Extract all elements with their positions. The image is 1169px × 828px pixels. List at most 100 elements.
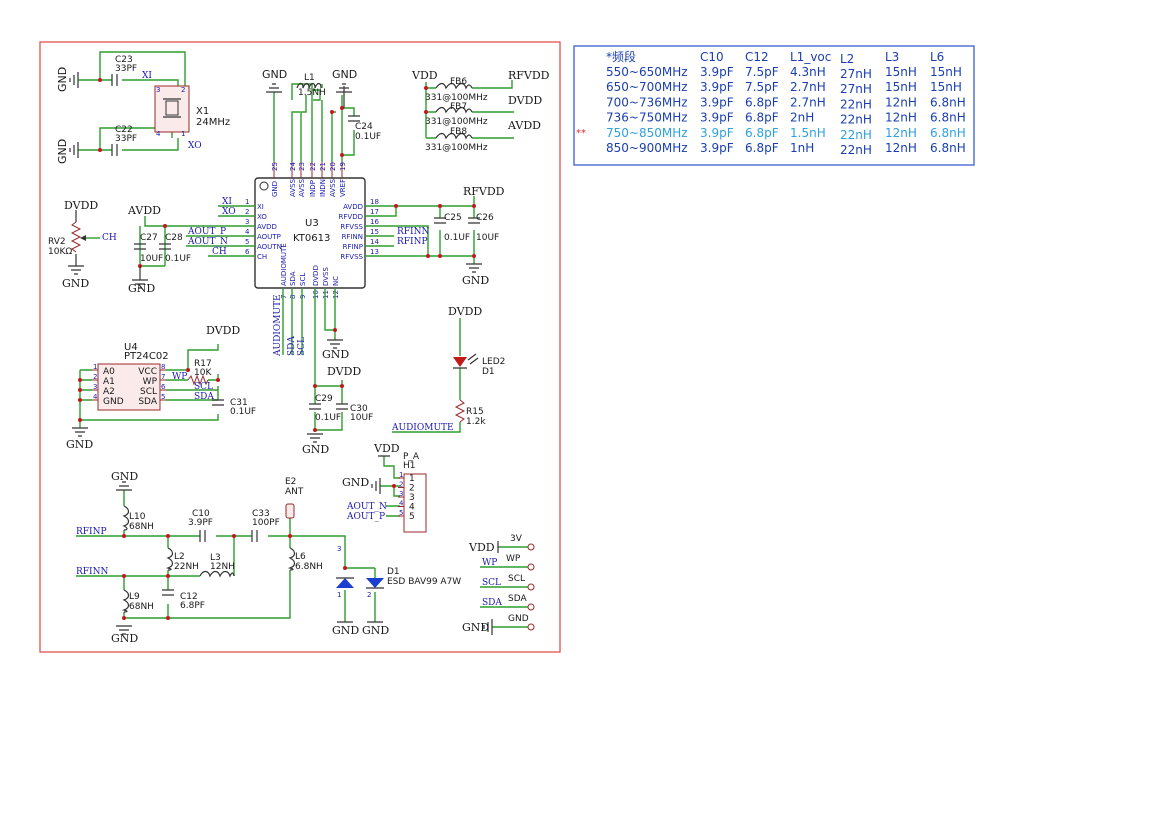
c25-ref: C25 (444, 213, 462, 223)
c23-ref: C23 (115, 55, 133, 65)
u4-right-pin-number: 8 (161, 363, 165, 371)
net-ch-u3: CH (212, 247, 227, 257)
u3-bottom-pin-number: 11 (322, 290, 330, 299)
u4-right-pin-number: 5 (161, 393, 165, 401)
table-cell: 12nH (885, 95, 917, 109)
u3-bottom-pin-name: SCL (299, 273, 307, 286)
connector-pad-3v[interactable] (527, 543, 535, 551)
u3-bottom-pin-number: 7 (280, 295, 288, 299)
fb6-value: 331@100MHz (425, 93, 488, 103)
u3-bottom-pin-name: SDA (289, 271, 297, 286)
u3-left-pin-number: 2 (245, 208, 249, 216)
vdd-label-conn: VDD (468, 541, 495, 554)
connector-pad-gnd[interactable] (527, 623, 535, 631)
x1-pin-3: 3 (156, 86, 160, 94)
conn-label-3v: 3V (510, 534, 523, 544)
u4-part: PT24C02 (124, 351, 169, 362)
u3-bottom-pin-number: 8 (289, 295, 297, 299)
antenna-pad (285, 503, 295, 519)
h1-pa-label: P_A (403, 452, 420, 462)
c25-value: 0.1UF (444, 233, 470, 243)
u3-bottom-pin-number: 12 (332, 290, 340, 299)
c27-ref: C27 (140, 233, 158, 243)
table-cell: 7.5pF (745, 80, 779, 94)
table-cell: 2.7nH (790, 80, 826, 94)
connector-pad-scl[interactable] (527, 583, 535, 591)
net-sda-u3: SDA (287, 336, 297, 356)
h1-pin-number-inner: 2 (409, 484, 415, 494)
c10-value: 3.9PF (188, 518, 213, 528)
d1-pin-1: 1 (337, 591, 341, 599)
table-cell: 27nH (840, 82, 872, 96)
u3-ref: U3 (305, 218, 319, 229)
gnd-label-c27: GND (128, 282, 155, 295)
table-cell: 550~650MHz (606, 65, 688, 79)
u3-right-pin-name: RFVSS (340, 253, 363, 261)
c26-ref: C26 (476, 213, 494, 223)
table-cell: 22nH (840, 97, 872, 111)
c31-value: 0.1UF (230, 407, 256, 417)
u3-top-pin-number: 24 (289, 162, 297, 171)
u3-top-pin-number: 21 (319, 162, 327, 171)
l6-ref: L6 (295, 552, 306, 562)
l1-ref: L1 (304, 73, 315, 83)
c12-ref: C12 (180, 592, 198, 602)
e2-ref: E2 (285, 477, 296, 487)
table-cell: 22nH (840, 143, 872, 157)
u3-top-pin-number: 25 (271, 162, 279, 171)
led2-ref: LED2 (482, 357, 505, 367)
h1-pin-number-outer: 3 (399, 490, 403, 498)
u3-left-pin-name: XO (257, 213, 267, 221)
esd-diode-2 (366, 578, 384, 588)
u3-bottom-pin-number: 9 (299, 295, 307, 299)
h1-pin-number-inner: 1 (409, 474, 415, 484)
u3-bottom-wiring: AUDIOMUTE SDA SCL GND DVDD GND C29 0.1UF… (273, 288, 373, 456)
u4-ref: U4 (124, 342, 138, 353)
vdd-label-h1: VDD (373, 442, 400, 455)
connector-pad-wp[interactable] (527, 563, 535, 571)
x1-pin-1: 1 (181, 130, 185, 138)
table-cell: 700~736MHz (606, 95, 688, 109)
table-cell: 12nH (885, 141, 917, 155)
net-audiomute-led: AUDIOMUTE (391, 423, 454, 433)
u3-top-pin-number: 20 (329, 162, 337, 171)
u3-right-wiring: RFVDD GND RFINN RFINP C25 0.1UF C26 10UF (365, 185, 505, 287)
c24-value: 0.1UF (355, 132, 381, 142)
rv2-value: 10KΩ (48, 247, 72, 257)
r15-ref: R15 (466, 407, 484, 417)
c10-ref: C10 (192, 509, 210, 519)
gnd-label-l9: GND (111, 632, 138, 645)
crystal-section: GND GND C23 33PF C22 33PF XI XO X1 24MHz… (56, 51, 230, 164)
fb8-ref: FB8 (450, 127, 467, 137)
u3-pin1-marker (259, 181, 269, 191)
table-cell: 15nH (930, 80, 962, 94)
net-xo-crystal: XO (188, 141, 202, 151)
u3-top-pin-name: GND (271, 181, 279, 197)
rv2-ref: RV2 (48, 237, 66, 247)
table-cell: 3.9pF (700, 126, 734, 140)
connector-pad-sda[interactable] (527, 603, 535, 611)
u3-right-pin-name: RFVSS (340, 223, 363, 231)
table-cell: 3.9pF (700, 111, 734, 125)
table-cell: 3.9pF (700, 65, 734, 79)
u3-top-wiring: GND GND L1 1.5NH C24 0.1UF (262, 68, 381, 162)
l9-ref: L9 (129, 592, 140, 602)
h1-body (403, 473, 427, 533)
fb8-value: 331@100MHz (425, 143, 488, 153)
c28-ref: C28 (165, 233, 183, 243)
table-cell: 7.5pF (745, 65, 779, 79)
table-header-c10: C10 (700, 50, 724, 64)
u4-left-pin-name: A2 (103, 387, 115, 397)
dvdd-label-c29: DVDD (327, 365, 361, 378)
u3-left-pin-name: AOUTN (257, 243, 282, 251)
gnd-label-c23: GND (56, 67, 69, 92)
h1-ref: H1 (403, 461, 416, 471)
table-cell: 2.7nH (790, 95, 826, 109)
h1-pin-number-inner: 4 (409, 503, 415, 513)
u3-left-pin-number: 5 (245, 238, 249, 246)
dvdd-label-led: DVDD (448, 305, 482, 318)
x1-value: 24MHz (196, 117, 230, 128)
l10-value: 68NH (129, 522, 154, 532)
